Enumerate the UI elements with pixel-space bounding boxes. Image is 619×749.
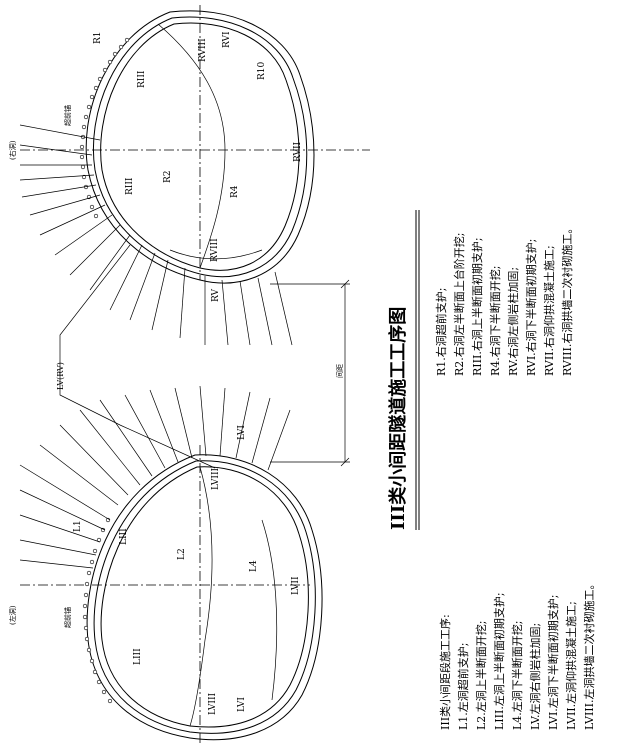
zone-R2-label: R2: [163, 170, 173, 183]
left-step-3: LIII.左洞上半断面初期支护;: [492, 592, 506, 730]
zone-RVIII-top-label: RVIII: [198, 38, 208, 62]
left-step-1: L1.左洞超前支护;: [456, 642, 470, 730]
right-step-7: RVII.右洞仰拱混凝土施工;: [542, 245, 556, 376]
left-tunnel-advance-dots: [82, 517, 113, 704]
left-tunnel-middle-lining: [93, 460, 316, 734]
left-tunnel-bench-line: [189, 466, 213, 727]
right-tunnel-side-label: 超前锚: [63, 105, 72, 126]
right-tunnel-inner-lining: [100, 22, 300, 271]
zone-RVI-label: RVI: [222, 31, 232, 48]
left-tunnel-side-label: 超前锚: [63, 607, 72, 628]
zone-RV-label: RV: [211, 289, 221, 302]
zone-LVIII-bot-label: LVIII: [208, 692, 218, 715]
pillar-leader-line: [59, 244, 216, 469]
zone-L1-label: L1: [73, 520, 83, 532]
right-step-4: R4.右洞下半断面开挖;: [488, 266, 502, 376]
zone-L2-label: L2: [177, 548, 187, 560]
zone-LIII-top-label: LIII: [119, 528, 129, 545]
zone-R10-label: R10: [257, 61, 267, 80]
right-step-1: R1.右洞超前支护;: [434, 288, 448, 376]
zone-RIII-top-label: RIII: [137, 70, 147, 88]
zone-RVIII-bot-label: RVIII: [210, 238, 220, 262]
left-tunnel-axis-label: (左洞): [8, 605, 17, 625]
zone-LVI-label: LVI: [237, 425, 247, 440]
right-step-6: RVI.右洞下半断面初期支护;: [524, 239, 538, 376]
left-step-5: LV.左洞右侧岩柱加固;: [528, 623, 542, 730]
right-tunnel: R1 RIII RVIII RVI R10 RVII R2 RIII R4 RV…: [8, 5, 370, 346]
right-tunnel-middle-lining: [92, 16, 308, 278]
right-tunnel-bench-line: [157, 23, 226, 269]
zone-LIII-bot-label: LIII: [133, 648, 143, 665]
left-step-8: LVIII.左洞拱墙二次衬砌施工。: [582, 579, 596, 730]
spacing-dimension-label: 间距: [336, 364, 344, 378]
left-tunnel-outer-lining: [86, 454, 323, 741]
left-step-0: III类小间距段施工工序:: [438, 614, 452, 730]
left-tunnel-steps: III类小间距段施工工序: L1.左洞超前支护; L2.左洞上半断面开挖; LI…: [438, 579, 596, 730]
right-step-3: RIII.右洞上半断面初期支护;: [470, 237, 484, 376]
left-step-4: L4.左洞下半断面开挖;: [510, 620, 524, 730]
right-step-5: RV.右洞左侧岩柱加固;: [506, 267, 520, 376]
right-step-8: RVIII.右洞拱墙二次衬砌施工。: [560, 223, 574, 376]
left-step-6: LVI.左洞下半断面初期支护;: [546, 595, 560, 731]
right-step-2: R2.右洞左半断面上台阶开挖;: [452, 233, 466, 376]
zone-R1-label: R1: [93, 31, 103, 44]
right-tunnel-steps: R1.右洞超前支护; R2.右洞左半断面上台阶开挖; RIII.右洞上半断面初期…: [434, 223, 574, 376]
left-tunnel: L1 LIII L2 L4 LVIII LVI LVII LIII LVIII …: [8, 385, 323, 745]
zone-RVII-label: RVII: [293, 141, 303, 162]
spacing-dimension: 间距: [270, 279, 350, 467]
zone-LVIII-top-label: LVIII: [211, 467, 221, 490]
right-tunnel-outer-lining: [85, 10, 315, 284]
left-tunnel-rock-bolts: [19, 385, 291, 569]
pillar-reinforcement: LV(RV): [56, 244, 216, 469]
left-tunnel-invert-line: [261, 519, 278, 701]
zone-R4-label: R4: [230, 185, 240, 198]
zone-RIII-mid-label: RIII: [125, 177, 135, 195]
title-block: III类小间距隧道施工工序图: [387, 210, 420, 530]
right-tunnel-invert-line: [169, 249, 263, 260]
drawing-title: III类小间距隧道施工工序图: [387, 307, 409, 530]
zone-L4-label: L4: [249, 560, 259, 572]
zone-LVI-bot-label: LVI: [237, 697, 247, 712]
zone-LVII-label: LVII: [291, 576, 301, 595]
pillar-label: LV(RV): [56, 362, 65, 390]
right-tunnel-rock-bolts: [19, 124, 293, 346]
right-tunnel-axis-label: (右洞): [8, 140, 17, 160]
left-step-2: L2.左洞上半断面开挖;: [474, 620, 488, 730]
left-step-7: LVII.左洞仰拱混凝土施工;: [564, 601, 578, 730]
left-tunnel-inner-lining: [100, 466, 309, 728]
